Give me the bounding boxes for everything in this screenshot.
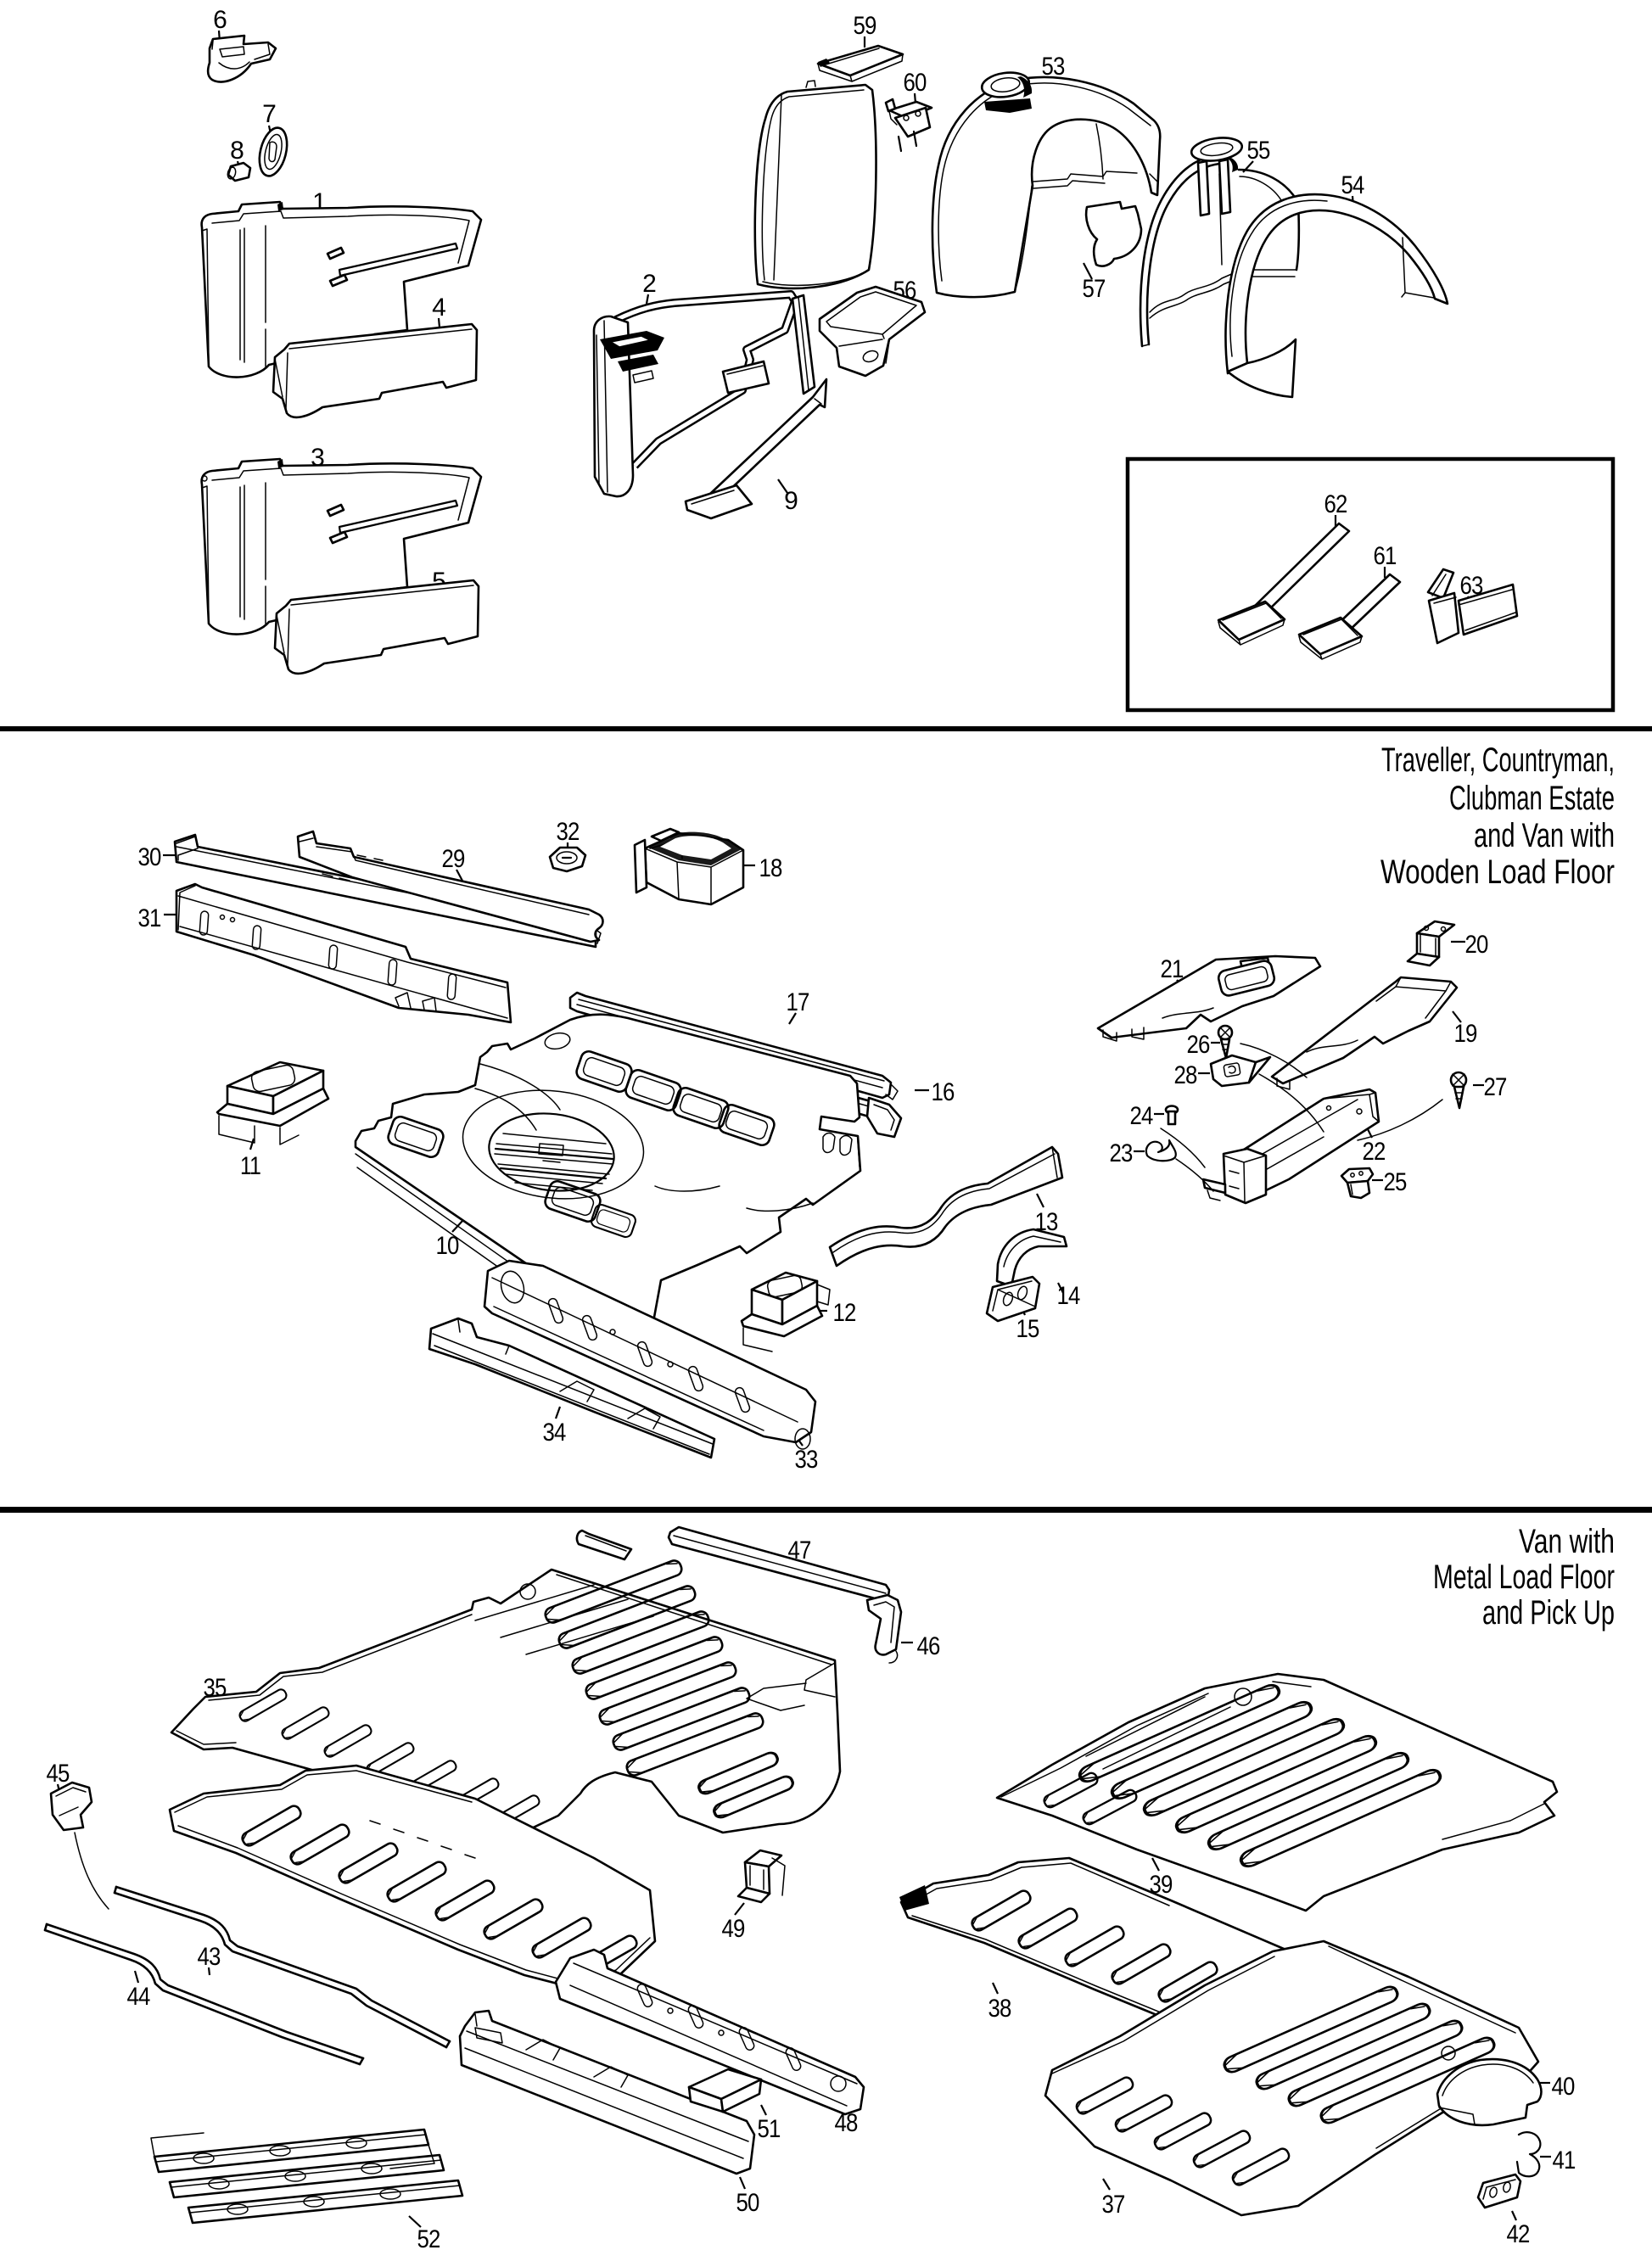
svg-text:49: 49 [722, 1915, 745, 1943]
svg-text:33: 33 [795, 1446, 818, 1474]
svg-text:52: 52 [417, 2225, 440, 2250]
svg-text:Wooden Load Floor: Wooden Load Floor [1380, 854, 1615, 891]
svg-text:31: 31 [138, 904, 161, 932]
svg-text:27: 27 [1484, 1073, 1507, 1101]
svg-text:6: 6 [213, 6, 227, 34]
svg-text:60: 60 [904, 69, 927, 97]
svg-text:50: 50 [736, 2189, 759, 2217]
svg-text:and Pick Up: and Pick Up [1482, 1594, 1615, 1632]
svg-text:12: 12 [833, 1299, 856, 1327]
svg-text:22: 22 [1363, 1138, 1386, 1166]
svg-text:57: 57 [1083, 275, 1106, 303]
svg-text:41: 41 [1553, 2146, 1576, 2174]
svg-text:28: 28 [1174, 1061, 1197, 1089]
svg-text:23: 23 [1110, 1139, 1133, 1167]
svg-text:61: 61 [1374, 542, 1397, 570]
svg-text:20: 20 [1465, 931, 1488, 959]
svg-text:29: 29 [442, 845, 465, 873]
svg-text:30: 30 [138, 843, 161, 871]
svg-text:59: 59 [854, 12, 876, 40]
svg-text:44: 44 [127, 1983, 150, 2011]
svg-text:37: 37 [1102, 2191, 1125, 2219]
svg-text:19: 19 [1454, 1020, 1477, 1048]
svg-text:53: 53 [1042, 53, 1065, 81]
svg-text:26: 26 [1187, 1031, 1210, 1059]
svg-text:15: 15 [1016, 1315, 1039, 1343]
svg-text:32: 32 [557, 818, 580, 846]
svg-text:25: 25 [1384, 1168, 1407, 1196]
svg-text:42: 42 [1507, 2220, 1530, 2248]
svg-text:55: 55 [1247, 137, 1270, 165]
svg-text:17: 17 [787, 988, 809, 1016]
svg-text:8: 8 [230, 137, 244, 165]
svg-text:51: 51 [758, 2115, 781, 2143]
svg-text:43: 43 [198, 1943, 221, 1971]
svg-text:34: 34 [543, 1419, 566, 1447]
svg-text:21: 21 [1161, 955, 1184, 983]
svg-text:11: 11 [240, 1152, 260, 1180]
svg-text:45: 45 [47, 1760, 70, 1788]
svg-text:4: 4 [432, 294, 445, 322]
svg-text:54: 54 [1341, 171, 1364, 199]
svg-text:40: 40 [1552, 2073, 1575, 2101]
svg-text:62: 62 [1324, 490, 1347, 518]
svg-text:9: 9 [784, 487, 798, 515]
svg-text:and Van with: and Van with [1474, 817, 1615, 854]
svg-text:38: 38 [988, 1995, 1011, 2023]
svg-text:46: 46 [917, 1632, 940, 1660]
svg-text:24: 24 [1130, 1102, 1153, 1130]
svg-text:2: 2 [642, 270, 656, 298]
svg-text:7: 7 [262, 100, 276, 128]
svg-text:18: 18 [759, 854, 782, 882]
svg-text:Van with: Van with [1519, 1523, 1615, 1560]
svg-text:Clubman Estate: Clubman Estate [1449, 780, 1615, 817]
svg-text:Traveller, Countryman,: Traveller, Countryman, [1381, 742, 1615, 779]
svg-text:16: 16 [932, 1078, 955, 1106]
svg-text:Metal Load Floor: Metal Load Floor [1433, 1559, 1615, 1596]
